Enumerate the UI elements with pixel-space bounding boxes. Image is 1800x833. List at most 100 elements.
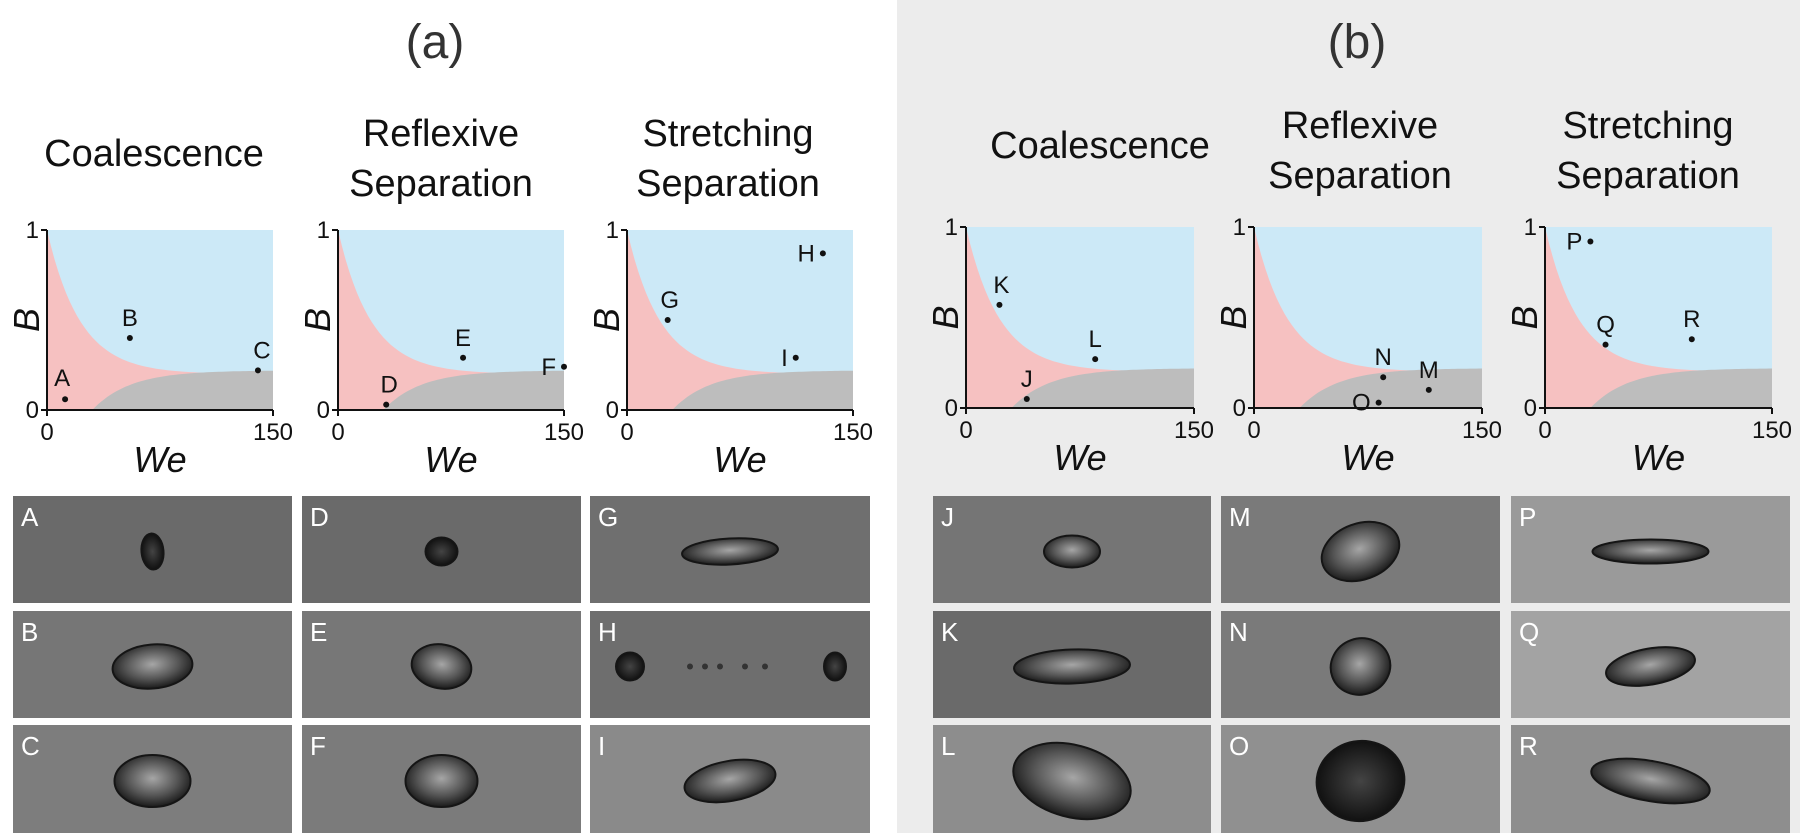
x-axis-label: We <box>1341 437 1394 478</box>
data-point-A <box>62 396 69 403</box>
data-point-label-L: L <box>1089 326 1102 353</box>
x-tick-label-min: 0 <box>331 419 344 446</box>
photo-O: O <box>1221 725 1500 833</box>
data-point-label-E: E <box>455 325 471 352</box>
y-tick-label-max: 1 <box>317 217 330 244</box>
photo-M: M <box>1221 496 1500 603</box>
photo-label-M: M <box>1229 502 1251 532</box>
data-point-label-Q: Q <box>1596 312 1615 339</box>
photo-Q: Q <box>1511 611 1790 718</box>
x-tick-label-max: 150 <box>1174 417 1214 444</box>
photo-H: H <box>590 611 870 718</box>
x-axis-label: We <box>1053 437 1106 478</box>
droplet-shape <box>424 536 459 567</box>
coalescence-region <box>1011 368 1194 408</box>
data-point-label-D: D <box>381 372 398 399</box>
y-tick-label-min: 0 <box>26 397 39 424</box>
photo-label-I: I <box>598 731 605 761</box>
coalescence-region <box>1590 368 1772 408</box>
photo-label-O: O <box>1229 731 1249 761</box>
reflexive-region <box>966 227 1194 408</box>
title-b-coalescence: Coalescence <box>990 125 1210 167</box>
photo-F: F <box>302 725 581 833</box>
droplet-shape <box>140 532 165 571</box>
droplet-shape <box>410 643 473 690</box>
droplet-shape <box>1591 538 1710 565</box>
droplet-shape <box>823 651 847 682</box>
droplet-shape <box>1012 741 1132 821</box>
satellite-droplet <box>702 663 708 670</box>
photo-label-A: A <box>21 502 39 532</box>
panel-a-label: (a) <box>406 16 465 69</box>
photo-N: N <box>1221 611 1500 718</box>
data-point-J <box>1023 395 1030 402</box>
x-axis-label: We <box>133 439 186 480</box>
photo-I: I <box>590 725 870 833</box>
photo-D: D <box>302 496 581 603</box>
droplet-shape <box>1320 520 1401 583</box>
photo-P: P <box>1511 496 1790 603</box>
y-tick-label-min: 0 <box>945 395 958 422</box>
photo-label-C: C <box>21 731 40 761</box>
x-tick-label-min: 0 <box>620 419 633 446</box>
reflexive-region <box>1545 227 1772 408</box>
photo-label-B: B <box>21 617 38 647</box>
data-point-G <box>664 317 671 323</box>
data-point-R <box>1688 336 1695 343</box>
y-tick-label-min: 0 <box>1233 395 1246 422</box>
data-point-P <box>1587 238 1594 245</box>
x-tick-label-min: 0 <box>1538 417 1551 444</box>
reflexive-region <box>47 230 273 410</box>
reflexive-region <box>1254 227 1482 408</box>
photo-label-F: F <box>310 731 326 761</box>
title-b-reflexive-line2: Separation <box>1268 155 1452 197</box>
coalescence-region <box>672 370 853 410</box>
satellite-droplet <box>742 663 748 670</box>
photo-A: A <box>13 496 292 603</box>
title-b-stretching-line2: Separation <box>1556 155 1740 197</box>
data-point-Q <box>1602 341 1609 348</box>
data-point-label-F: F <box>541 354 556 381</box>
y-axis-label: B <box>1504 305 1545 329</box>
data-point-label-A: A <box>54 365 70 392</box>
title-a-stretching-line2: Separation <box>636 163 820 205</box>
y-tick-label-max: 1 <box>26 217 39 244</box>
title-a-reflexive-line2: Separation <box>349 163 533 205</box>
photo-G: G <box>590 496 870 603</box>
y-tick-label-max: 1 <box>945 214 958 241</box>
data-point-label-C: C <box>253 337 270 364</box>
y-tick-label-max: 1 <box>1233 214 1246 241</box>
x-tick-label-max: 150 <box>253 419 293 446</box>
panel-b-label: (b) <box>1328 16 1387 69</box>
droplet-shape <box>111 643 194 690</box>
data-point-K <box>996 301 1003 308</box>
y-tick-label-max: 1 <box>606 217 619 244</box>
photo-label-J: J <box>941 502 954 532</box>
photo-label-H: H <box>598 617 617 647</box>
y-axis-label: B <box>586 308 627 332</box>
y-axis-label: B <box>6 308 47 332</box>
photo-E: E <box>302 611 581 718</box>
data-point-label-M: M <box>1419 357 1439 384</box>
column-titles: Coalescence Reflexive Separation Stretch… <box>44 105 1740 205</box>
photo-label-R: R <box>1519 731 1538 761</box>
satellite-droplet <box>762 663 768 670</box>
data-point-F <box>561 363 567 370</box>
x-tick-label-min: 0 <box>959 417 972 444</box>
y-tick-label-min: 0 <box>317 397 330 424</box>
droplet-shape <box>404 754 479 808</box>
coalescence-region <box>92 370 273 410</box>
satellite-droplet <box>687 663 693 670</box>
droplet-shape <box>683 758 777 804</box>
photo-R: R <box>1511 725 1790 833</box>
title-a-reflexive-line1: Reflexive <box>363 113 519 155</box>
photo-label-L: L <box>941 731 955 761</box>
droplet-shape <box>113 754 192 808</box>
data-point-label-H: H <box>798 240 815 267</box>
photo-label-P: P <box>1519 502 1536 532</box>
